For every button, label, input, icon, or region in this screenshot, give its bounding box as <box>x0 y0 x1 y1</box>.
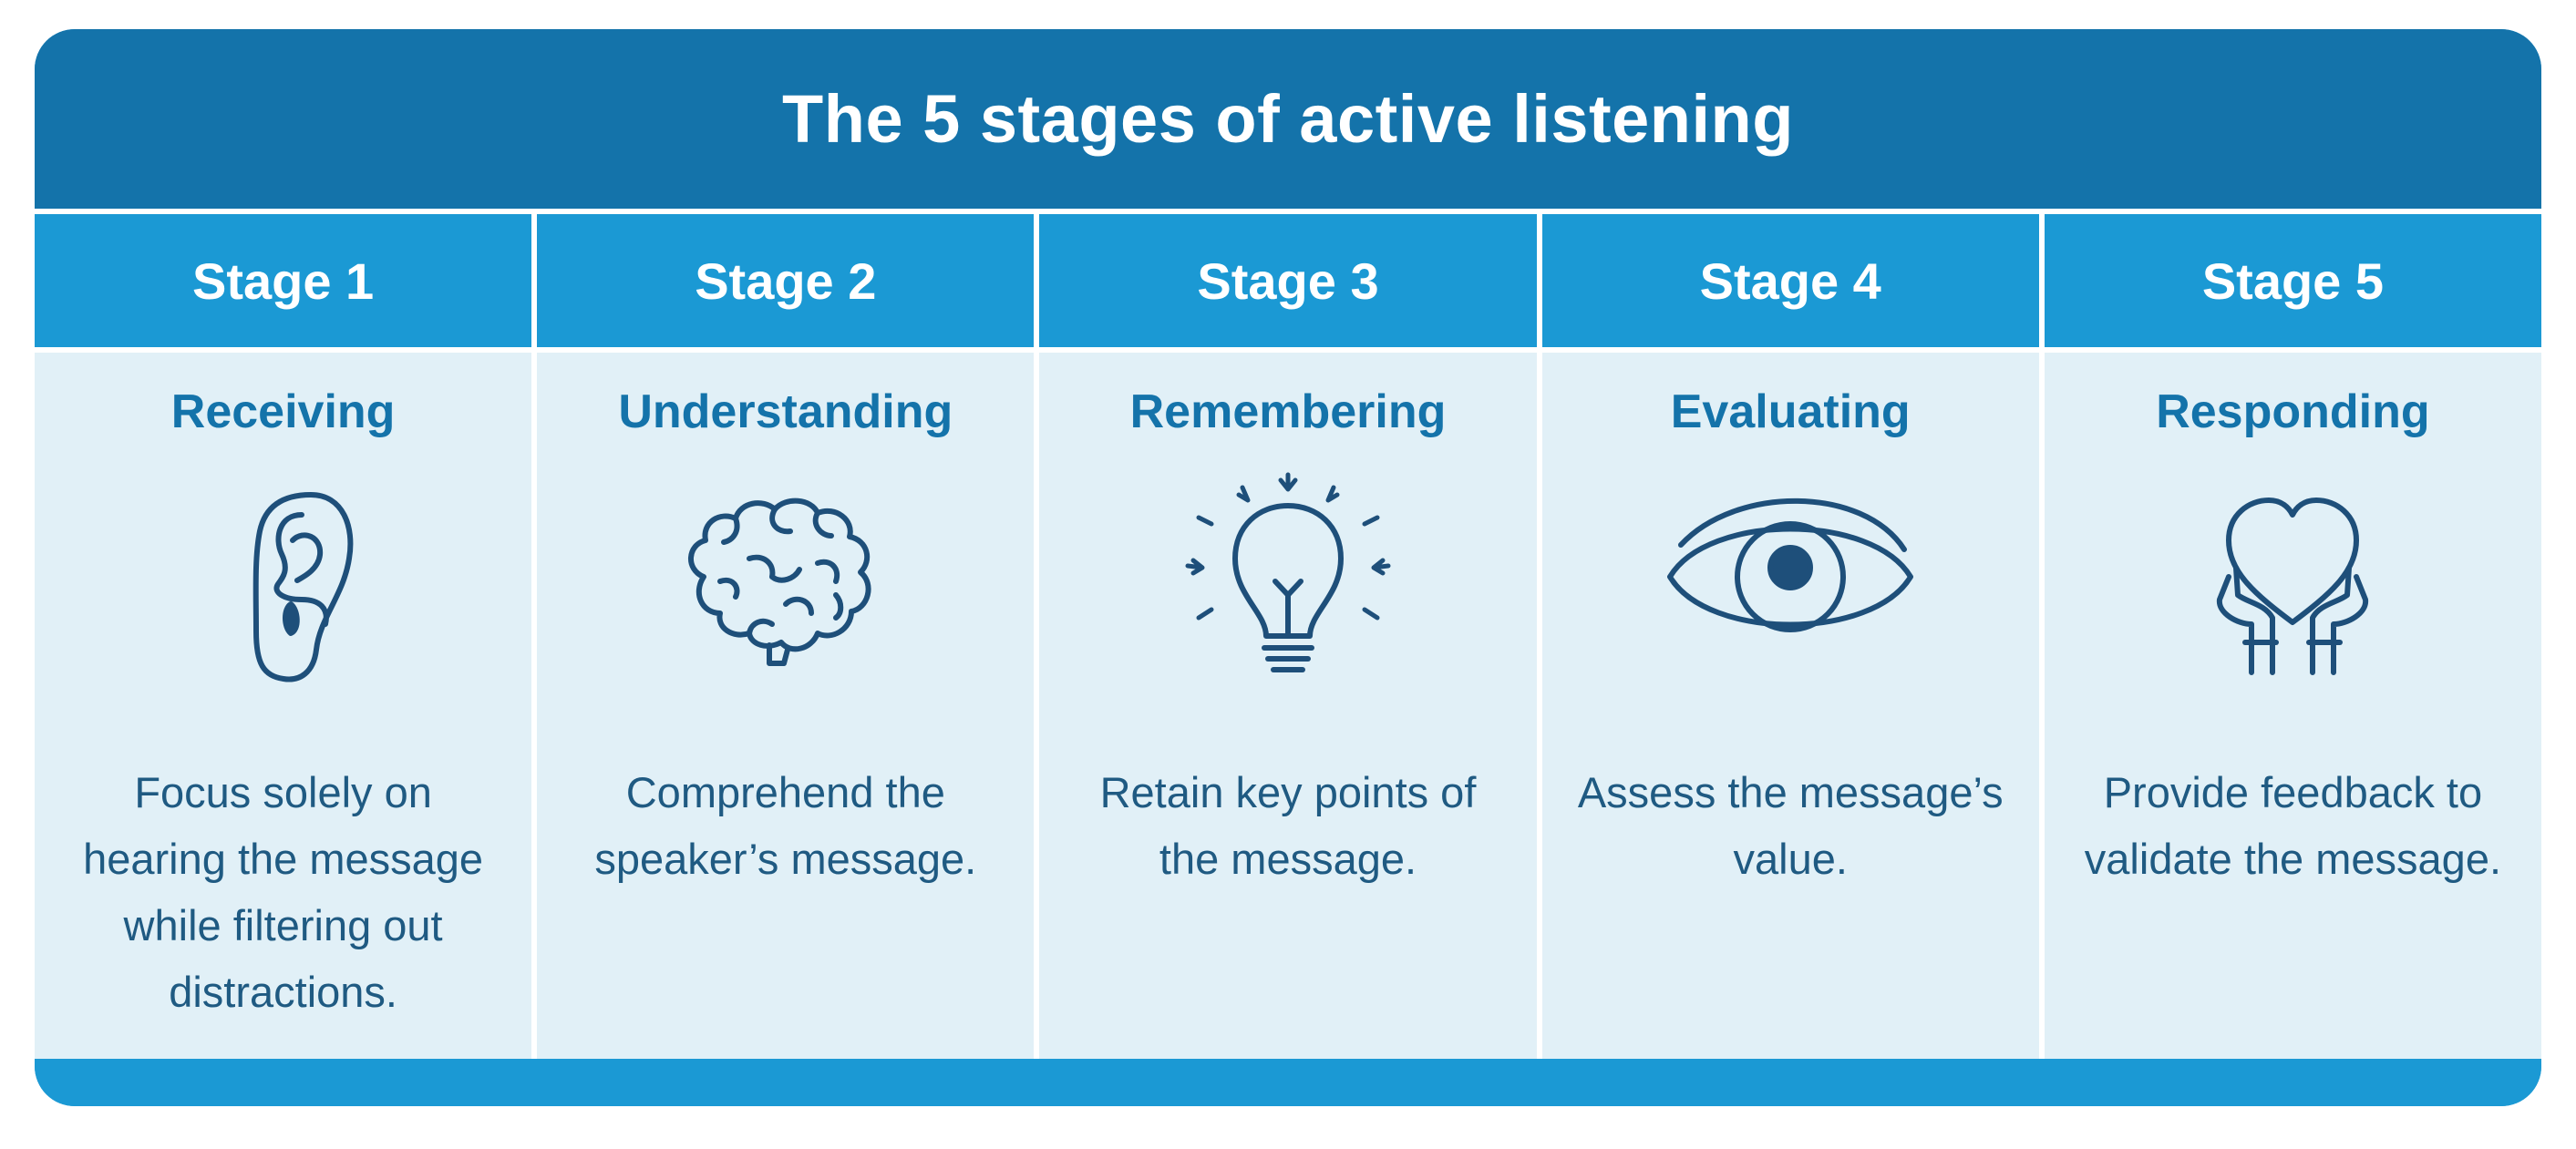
stage-header: Stage 3 <box>1039 214 1537 347</box>
stage-description: Assess the message’s value. <box>1577 768 2004 883</box>
stage-column-4: Stage 4 Evaluating Assess the message’s … <box>1541 214 2039 1059</box>
stage-header: Stage 2 <box>537 214 1035 347</box>
stage-description: Retain key points of the message. <box>1099 768 1477 883</box>
stage-header: Stage 1 <box>35 214 532 347</box>
eye-icon <box>1654 467 1927 695</box>
bottom-bar <box>35 1059 2541 1106</box>
stage-column-3: Stage 3 Remembering <box>1039 214 1537 1059</box>
stage-description: Comprehend the speaker’s message. <box>594 768 977 883</box>
stage-panel: Understanding <box>537 353 1035 1059</box>
stage-panel: Responding Provide feedback to validate … <box>2044 353 2541 1059</box>
stage-column-2: Stage 2 Understanding <box>537 214 1035 1059</box>
stage-panel: Evaluating Assess the message’s value. <box>1541 353 2039 1059</box>
stage-description: Focus solely on hearing the message whil… <box>83 768 484 1016</box>
stage-name: Receiving <box>170 385 396 438</box>
lightbulb-icon <box>1151 467 1425 695</box>
heart-in-hands-icon <box>2156 467 2429 695</box>
title-bar: The 5 stages of active listening <box>35 29 2541 209</box>
stage-column-5: Stage 5 Responding Provide feedback to v… <box>2044 214 2541 1059</box>
stage-name: Remembering <box>1129 385 1447 438</box>
brain-icon <box>649 467 922 695</box>
stage-panel: Remembering <box>1039 353 1537 1059</box>
stage-name: Responding <box>2156 385 2430 438</box>
stages-grid: Stage 1 Receiving Focus solely on hearin… <box>35 209 2541 1059</box>
stage-header: Stage 4 <box>1541 214 2039 347</box>
ear-icon <box>147 467 420 695</box>
stage-column-1: Stage 1 Receiving Focus solely on hearin… <box>35 214 532 1059</box>
infographic-card: The 5 stages of active listening Stage 1… <box>35 29 2541 1106</box>
stage-description: Provide feedback to validate the message… <box>2084 768 2502 883</box>
stage-panel: Receiving Focus solely on hearing the me… <box>35 353 532 1059</box>
stage-name: Understanding <box>618 385 953 438</box>
stage-header: Stage 5 <box>2044 214 2541 347</box>
stage-name: Evaluating <box>1670 385 1911 438</box>
page-title: The 5 stages of active listening <box>782 81 1794 157</box>
